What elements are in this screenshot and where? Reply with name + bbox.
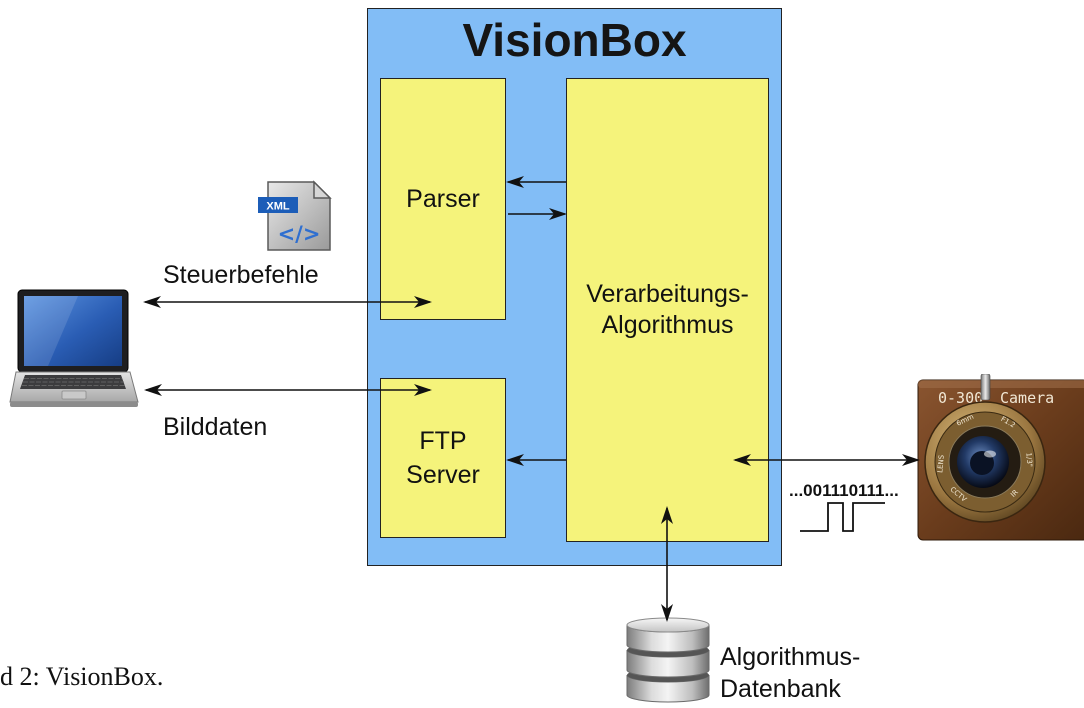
- xml-tag-text: XML: [266, 201, 290, 213]
- laptop-screen: [24, 296, 122, 366]
- algorithm-database-label: Algorithmus- Datenbank: [720, 641, 860, 705]
- xml-document-fold: [313, 180, 332, 199]
- camera-top-bevel: [918, 380, 1084, 388]
- laptop-screen-glare: [24, 296, 78, 366]
- lens-highlight: [984, 450, 996, 458]
- camera-brand-text: Camera: [1000, 389, 1054, 407]
- lens-marking-format: 1/3": [1024, 452, 1033, 467]
- algorithm-label-line2: Algorithmus: [601, 311, 734, 339]
- ftp-server-label-line2: Server: [406, 461, 480, 489]
- algorithm-database-label-line1: Algorithmus-: [720, 643, 861, 671]
- laptop-key-rows: [22, 378, 125, 386]
- lens-marking-lens: LENS: [936, 454, 946, 473]
- xml-code-symbol: </>: [278, 222, 321, 246]
- laptop-front-edge: [10, 402, 138, 407]
- image-data-label: Bilddaten: [163, 413, 268, 441]
- ftp-server-box: FTP Server: [380, 378, 506, 538]
- bitstream-label: ...001110111...: [789, 481, 899, 500]
- xml-tag: [258, 197, 298, 213]
- parser-box: Parser: [380, 78, 506, 320]
- parser-label: Parser: [406, 184, 480, 213]
- database-icon: [626, 617, 710, 703]
- database-disk-top: [626, 617, 710, 653]
- algorithm-label-line1: Verarbeitungs-: [586, 280, 749, 308]
- square-wave-icon: [800, 502, 885, 532]
- control-commands-label: Steuerbefehle: [163, 261, 319, 289]
- camera-knob: [980, 374, 991, 401]
- processing-algorithm-box: Verarbeitungs- Algorithmus: [566, 78, 769, 542]
- algorithm-database-label-line2: Datenbank: [720, 675, 841, 703]
- figure-caption: d 2: VisionBox.: [0, 662, 164, 691]
- laptop-touchpad: [61, 390, 87, 400]
- ftp-server-label-line1: FTP: [419, 427, 467, 455]
- camera-icon: 0-300 Camera 6mm F1.2 1/3" IR CCTV LENS: [917, 374, 1084, 541]
- laptop-icon: [9, 289, 139, 407]
- camera-model-text: 0-300: [938, 389, 983, 407]
- xml-file-icon: XML </>: [258, 180, 332, 251]
- lens-marking-ir: IR: [1009, 488, 1020, 499]
- visionbox-title: VisionBox: [462, 14, 687, 66]
